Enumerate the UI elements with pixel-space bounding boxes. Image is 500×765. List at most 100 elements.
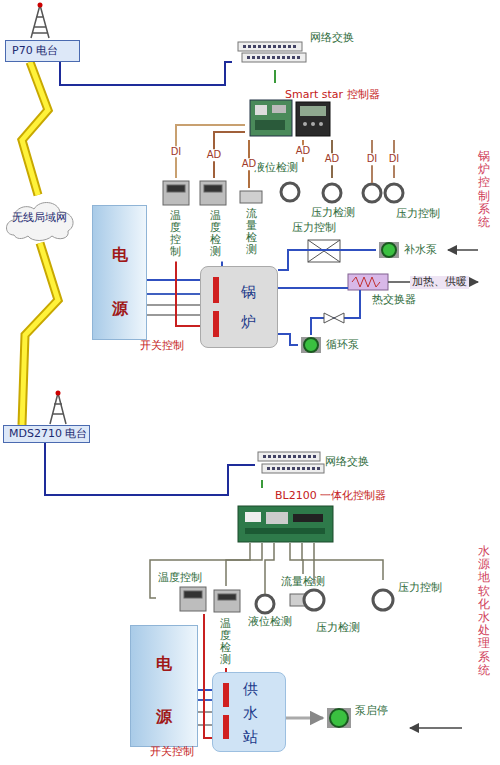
pressure-switch: 压力控制 [382, 178, 444, 224]
node-label: 液位检测 [248, 616, 292, 629]
connector-line [147, 279, 200, 281]
connector-line [150, 543, 250, 598]
connector-line [274, 70, 276, 83]
connector [275, 70, 276, 83]
connector [278, 334, 298, 345]
connector-line [45, 443, 255, 495]
heat-exchanger-icon [348, 274, 388, 290]
power-supply: 电源 [92, 205, 147, 340]
connector-line [265, 543, 274, 594]
connector-line [22, 243, 58, 425]
flow-meter: 流量检测 [280, 574, 326, 608]
node-label: 电源 [156, 638, 172, 744]
node-label: 温度控制 [158, 572, 202, 585]
temp-sensor: 温度检测 [198, 178, 230, 261]
pump: 循环泵 [298, 332, 360, 358]
connector [176, 261, 200, 326]
node-label: P70 电台 [12, 45, 58, 58]
pump-icon [301, 242, 399, 728]
network-switch: 网络交换 [255, 448, 370, 480]
level-gauge: 液位检测 [246, 594, 296, 632]
connector [60, 62, 232, 85]
pipe [311, 250, 478, 728]
temp-sensor: 温度检测 [212, 586, 242, 668]
node-label: 供水站 [243, 677, 258, 749]
connector [226, 543, 262, 586]
signal-label: AD [295, 145, 312, 157]
pressure-gauge: 压力检测 [310, 178, 356, 223]
node-label: 液位检测 [254, 162, 298, 175]
signal-label: DI [388, 153, 401, 165]
node-label: 网络交换 [310, 32, 354, 45]
wireless-link [22, 243, 58, 425]
temp-controller: 温度控制 [156, 572, 208, 614]
cloud: 无线局域网 [2, 195, 78, 243]
signal-label: AD [206, 149, 223, 161]
node-label: Smart star 控制器 [285, 89, 380, 102]
connector [150, 543, 250, 598]
label: 开关控制 [150, 746, 194, 759]
level-gauge: 液位检测 [254, 162, 308, 207]
label: 压力控制 [292, 222, 336, 235]
node-label: MDS2710 电台 [9, 428, 87, 441]
node-label: 温度控制 [170, 210, 181, 258]
node-label: 补水泵 [404, 244, 437, 257]
node-label: 压力控制 [398, 582, 442, 595]
connector [262, 480, 263, 488]
signal-label: AD [324, 153, 341, 165]
connector-line [204, 614, 212, 738]
wireless-link [22, 62, 48, 195]
antenna-tip [38, 3, 43, 8]
node-label: 温度检测 [210, 210, 221, 258]
node-label: 压力检测 [311, 207, 355, 220]
radio-box: MDS2710 电台 [3, 425, 90, 443]
controller-icon [238, 100, 333, 542]
power-supply: 电源 [130, 625, 198, 747]
temp-controller: 温度控制 [160, 178, 192, 261]
controller: Smart star 控制器 [245, 83, 405, 140]
connector [278, 288, 348, 289]
pump: 泵启停 [323, 703, 408, 735]
node-label: 温度检测 [220, 618, 231, 666]
node-label: 电源 [112, 228, 128, 337]
sensor-icon [163, 181, 316, 612]
connector-line [22, 62, 48, 195]
valve [324, 313, 344, 323]
connector-line [176, 125, 245, 178]
node-label: BL2100 一体化控制器 [275, 490, 386, 503]
water-station: 供水站 [212, 672, 286, 752]
signal-label: AD [241, 158, 258, 170]
node-label: 锅炉 [241, 277, 256, 337]
node-label: 热交换器 [372, 294, 416, 307]
connector [286, 718, 323, 719]
pressure-switch: 压力控制 [368, 580, 445, 616]
boiler: 锅炉 [200, 266, 278, 348]
connector [147, 280, 200, 281]
gauge-icon [256, 183, 403, 613]
radio-box: P70 电台 [5, 40, 80, 62]
connector [265, 543, 274, 594]
connector [204, 614, 212, 738]
node-label: 网络交换 [325, 456, 369, 469]
network-switch: 网络交换 [232, 28, 357, 70]
connector-line [226, 543, 262, 586]
pump: 补水泵 [376, 236, 446, 264]
connector-line [314, 543, 383, 580]
label: 水源地软化水处理系统 [478, 545, 490, 677]
node-label: 压力控制 [396, 208, 440, 221]
connector-line [278, 287, 348, 289]
node-label: 循环泵 [326, 339, 359, 352]
pressure-gauge: 压力检测 [300, 584, 362, 638]
controller: BL2100 一体化控制器 [235, 488, 395, 543]
connector [45, 443, 255, 495]
label: 锅炉控制系统 [478, 150, 490, 229]
connector-line [22, 62, 48, 195]
connector [290, 543, 303, 574]
node-label: 压力检测 [316, 622, 360, 635]
antenna-tip [56, 391, 61, 396]
connector [176, 125, 245, 178]
connector-line [261, 480, 263, 488]
connector [278, 250, 376, 270]
label: 开关控制 [140, 340, 184, 353]
